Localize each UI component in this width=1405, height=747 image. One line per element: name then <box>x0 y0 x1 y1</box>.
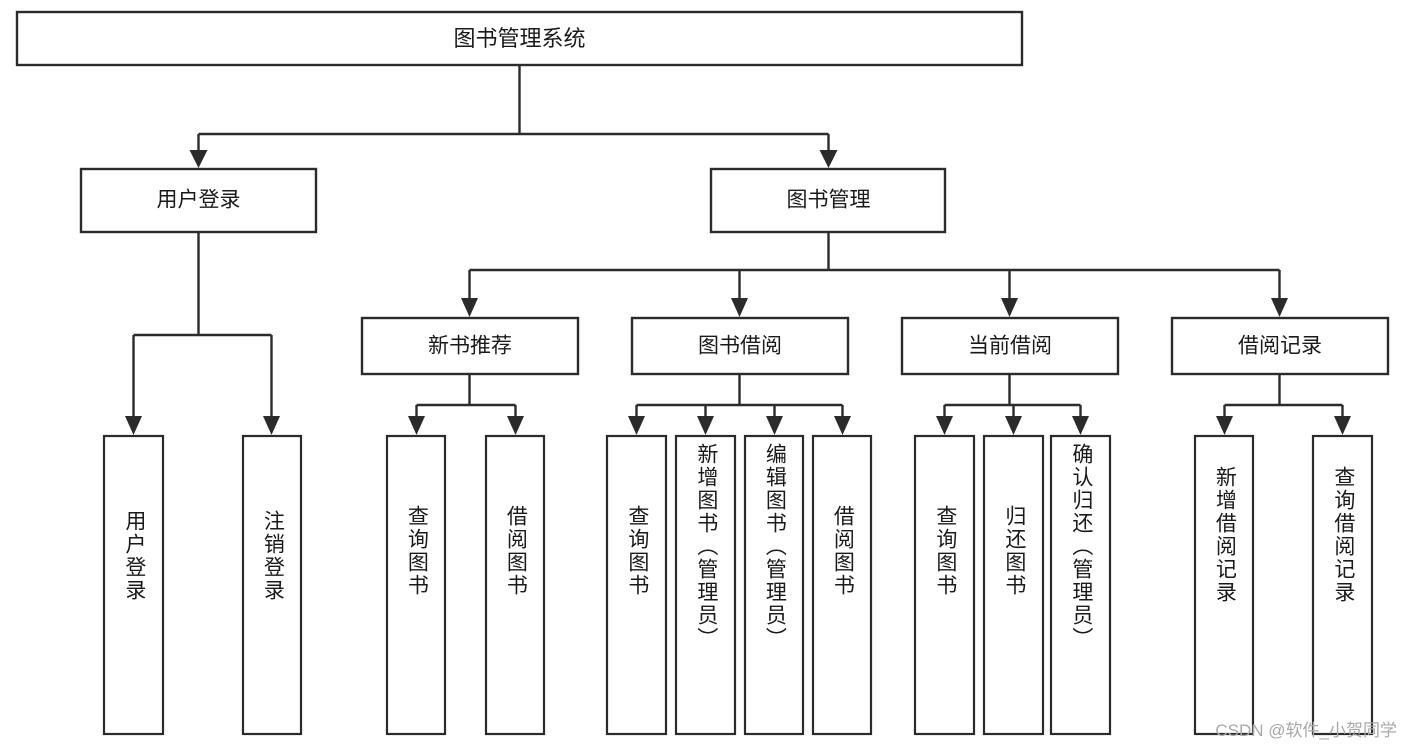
node-user-login-label: 用户登录 <box>157 189 241 212</box>
node-borrow-record-label: 借阅记录 <box>1238 335 1322 358</box>
arrow-head-leaf-add-book <box>697 416 714 435</box>
arrow-head-new-book-recommend <box>461 298 478 317</box>
leaf-box-borrow-book-2[interactable] <box>811 434 873 736</box>
node-current-borrow-box <box>900 316 1120 376</box>
node-root[interactable]: 图书管理系统 <box>15 10 1024 67</box>
leaf-box-logout[interactable] <box>241 434 303 736</box>
node-user-login-box <box>79 167 318 234</box>
leaf-box-edit-book[interactable] <box>743 434 805 736</box>
node-book-borrow[interactable]: 图书借阅 <box>630 316 850 376</box>
node-root-label: 图书管理系统 <box>453 26 585 51</box>
arrow-head-leaf-logout <box>263 416 280 435</box>
node-borrow-record[interactable]: 借阅记录 <box>1170 316 1390 376</box>
arrow-head-book-manage <box>819 150 838 168</box>
leaf-box-add-book[interactable] <box>674 434 737 736</box>
arrow-head-leaf-add-record <box>1216 416 1233 435</box>
arrow-head-leaf-borrow-book-1 <box>507 416 524 435</box>
node-book-borrow-label: 图书借阅 <box>698 335 782 358</box>
node-book-borrow-box <box>630 316 850 376</box>
node-book-manage-box <box>709 167 947 234</box>
node-current-borrow[interactable]: 当前借阅 <box>900 316 1120 376</box>
arrow-head-leaf-query-record <box>1334 416 1351 435</box>
arrow-head-leaf-query-book-2 <box>628 416 645 435</box>
node-new-book-recommend[interactable]: 新书推荐 <box>360 316 580 376</box>
node-book-manage-label: 图书管理 <box>787 189 871 212</box>
node-user-login[interactable]: 用户登录 <box>79 167 318 234</box>
leaf-box-query-book-3[interactable] <box>913 434 976 736</box>
arrow-head-leaf-borrow-book-2 <box>834 416 851 435</box>
arrow-head-borrow-record <box>1271 298 1288 317</box>
arrow-head-leaf-return-book <box>1005 416 1022 435</box>
arrow-head-leaf-edit-book <box>766 416 783 435</box>
node-book-manage[interactable]: 图书管理 <box>709 167 947 234</box>
node-root-box <box>15 10 1024 67</box>
leaf-box-query-record[interactable] <box>1311 434 1374 736</box>
arrow-head-leaf-query-book-3 <box>936 416 953 435</box>
arrow-head-current-borrow <box>1001 298 1018 317</box>
arrow-head-user-login <box>189 150 208 168</box>
connector-layer <box>125 65 1351 435</box>
node-borrow-record-box <box>1170 316 1390 376</box>
leaf-box-borrow-book-1[interactable] <box>484 434 546 736</box>
arrow-head-leaf-confirm-return <box>1072 416 1089 435</box>
node-new-book-recommend-box <box>360 316 580 376</box>
arrow-head-leaf-query-book-1 <box>408 416 425 435</box>
leaf-box-query-book-1[interactable] <box>385 434 447 736</box>
arrow-head-book-borrow <box>731 298 748 317</box>
node-new-book-recommend-label: 新书推荐 <box>428 335 512 358</box>
leaf-box-user-login[interactable] <box>102 434 165 736</box>
leaf-box-add-record[interactable] <box>1193 434 1255 736</box>
leaf-box-confirm-return[interactable] <box>1049 434 1112 736</box>
leaf-box-return-book[interactable] <box>982 434 1045 736</box>
leaf-box-query-book-2[interactable] <box>605 434 668 736</box>
leaf-box-layer <box>102 434 1374 736</box>
arrow-head-leaf-user-login <box>125 416 142 435</box>
node-current-borrow-label: 当前借阅 <box>968 335 1052 358</box>
